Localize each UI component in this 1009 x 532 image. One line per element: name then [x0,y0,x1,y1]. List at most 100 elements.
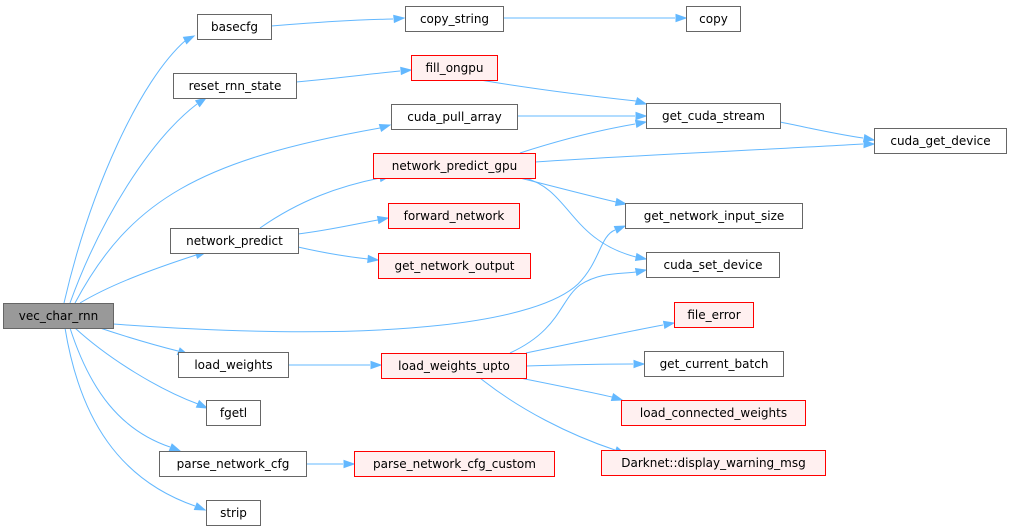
node-label: cuda_set_device [664,258,763,272]
node-cuda_set_device[interactable]: cuda_set_device [646,252,780,278]
edge-network_predict-to-network_predict_gpu [259,173,392,229]
node-label: copy [699,12,728,26]
node-box [644,351,784,377]
edge-load_weights_upto-to-file_error [525,320,676,354]
edge-network_predict-to-forward_network [297,215,390,235]
arrowhead [613,225,627,234]
arrowhead [634,267,648,277]
node-label: strip [220,506,247,520]
edge-load_weights_upto-to-get_current_batch [525,359,646,369]
edge-network_predict-to-get_network_output [297,246,380,264]
edge-load_weights-to-load_weights_upto [288,360,383,370]
edge-vec_char_rnn-to-get_network_input_size [112,225,627,333]
node-get_network_input_size[interactable]: get_network_input_size [625,203,803,229]
edge-load_weights_upto-to-display_warning_msg [479,377,627,455]
nodes: vec_char_rnn basecfg copy_string copy reset_… [3,6,1007,526]
node-label: parse_network_cfg [177,457,290,471]
arrowhead [193,502,207,511]
node-label: fgetl [220,406,247,420]
arrowhead [168,443,182,452]
node-load_weights_upto[interactable]: load_weights_upto [381,353,527,379]
arrowhead [634,96,648,106]
node-strip[interactable]: strip [206,500,261,526]
node-label: file_error [687,308,740,322]
node-reset_rnn_state[interactable]: reset_rnn_state [173,73,297,99]
node-label: load_weights_upto [398,359,510,373]
arrowhead [370,360,383,370]
edge-vec_char_rnn-to-parse_network_cfg [69,327,182,452]
node-label: network_predict_gpu [392,159,518,173]
edge-vec_char_rnn-to-network_predict [79,250,208,304]
edge-get_cuda_stream-to-cuda_get_device [779,121,876,143]
node-box [646,252,780,278]
node-box [197,14,272,40]
node-load_connected_weights[interactable]: load_connected_weights [621,400,806,426]
edge-vec_char_rnn-to-load_weights [99,327,190,356]
node-box [686,6,741,32]
arrowhead [675,13,688,23]
arrowhead [393,14,406,24]
node-basecfg[interactable]: basecfg [197,14,272,40]
edges [63,13,876,511]
arrowhead [610,392,624,402]
arrowhead [367,254,380,264]
node-label: reset_rnn_state [189,79,282,93]
node-box [381,353,527,379]
edge-load_weights_upto-to-cuda_set_device [509,267,648,354]
edge-copy_string-to-copy [503,13,688,23]
arrowhead [635,111,648,121]
edge-network_predict_gpu-to-cuda_set_device [524,177,648,262]
edge-fill_ongpu-to-get_cuda_stream [479,79,648,106]
edge-cuda_pull_array-to-get_cuda_stream [517,111,648,121]
node-box [354,451,555,477]
node-label: vec_char_rnn [19,309,99,323]
edge-load_weights_upto-to-load_connected_weights [519,377,624,402]
node-cuda_get_device[interactable]: cuda_get_device [874,128,1007,154]
node-parse_network_cfg_custom[interactable]: parse_network_cfg_custom [354,451,555,477]
arrowhead [634,252,648,262]
node-label: Darknet::display_warning_msg [621,456,805,470]
edge-network_predict_gpu-to-cuda_get_device [534,139,876,163]
node-box [173,73,297,99]
node-get_network_output[interactable]: get_network_output [378,253,531,279]
node-box [3,303,114,329]
node-copy_string[interactable]: copy_string [405,6,504,32]
node-box [373,153,536,179]
node-box [206,500,261,526]
node-box [170,228,299,254]
arrowhead [863,139,876,149]
node-label: fill_ongpu [425,61,483,75]
node-parse_network_cfg[interactable]: parse_network_cfg [159,451,307,477]
node-box [621,400,806,426]
node-fgetl[interactable]: fgetl [206,400,261,426]
node-network_predict_gpu[interactable]: network_predict_gpu [373,153,536,179]
node-label: basecfg [211,20,258,34]
node-forward_network[interactable]: forward_network [388,203,520,229]
node-fill_ongpu[interactable]: fill_ongpu [411,55,498,81]
node-network_predict[interactable]: network_predict [170,228,299,254]
node-label: load_weights [194,358,272,372]
node-cuda_pull_array[interactable]: cuda_pull_array [391,104,518,130]
node-file_error[interactable]: file_error [674,302,754,328]
edge-vec_char_rnn-to-fgetl [74,327,209,409]
node-box [646,103,781,129]
edge-network_predict_gpu-to-get_cuda_stream [519,119,648,154]
node-box [378,253,531,279]
arrowhead [376,215,390,225]
node-box [391,104,518,130]
node-label: network_predict [186,234,283,248]
edge-vec_char_rnn-to-cuda_pull_array [74,123,392,304]
node-copy[interactable]: copy [686,6,741,32]
arrowhead [182,35,196,45]
node-label: cuda_pull_array [407,110,502,124]
arrowhead [633,359,646,369]
node-get_current_batch[interactable]: get_current_batch [644,351,784,377]
node-load_weights[interactable]: load_weights [178,352,289,378]
node-get_cuda_stream[interactable]: get_cuda_stream [646,103,781,129]
node-display_warning_msg[interactable]: Darknet::display_warning_msg [601,450,826,476]
node-box [674,302,754,328]
node-label: parse_network_cfg_custom [373,457,536,471]
node-vec_char_rnn[interactable]: vec_char_rnn [3,303,114,329]
arrowhead [378,123,392,133]
